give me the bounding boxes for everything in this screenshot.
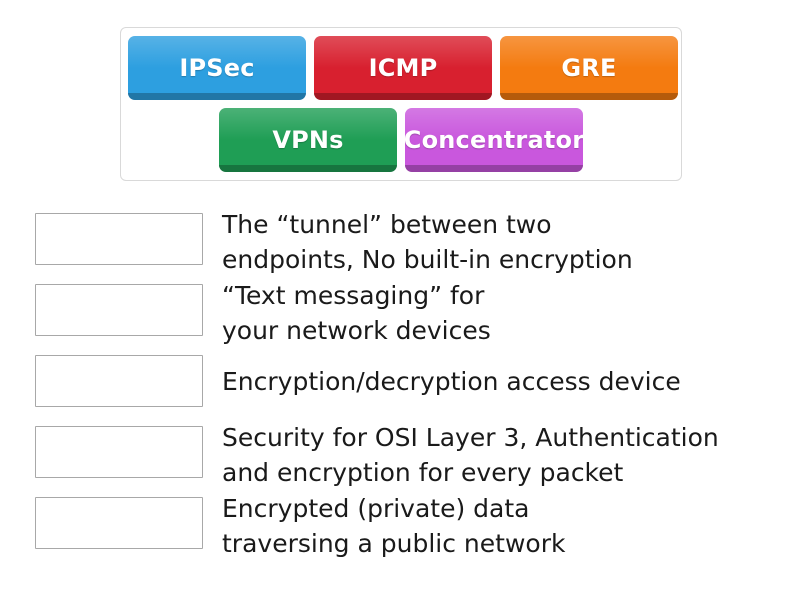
answer-text-1: The “tunnel” between two endpoints, No b… [222, 210, 633, 274]
tile-concentrator-label: Concentrator [405, 126, 583, 154]
answer-text-4: Security for OSI Layer 3, Authentication… [222, 423, 719, 487]
drop-zone-3[interactable] [35, 355, 203, 407]
draggable-tiles-tray: IPSec ICMP GRE VPNs Concentrator [120, 27, 682, 181]
tile-vpns-label: VPNs [272, 126, 344, 154]
tile-ipsec[interactable]: IPSec [128, 36, 306, 100]
answer-list: The “tunnel” between two endpoints, No b… [35, 207, 780, 562]
tile-row-top: IPSec ICMP GRE [128, 36, 678, 100]
drop-zone-1[interactable] [35, 213, 203, 265]
drop-zone-4[interactable] [35, 426, 203, 478]
answer-row: Encrypted (private) data traversing a pu… [35, 491, 780, 562]
tile-concentrator[interactable]: Concentrator [405, 108, 583, 172]
tile-vpns[interactable]: VPNs [219, 108, 397, 172]
tile-gre[interactable]: GRE [500, 36, 678, 100]
answer-row: The “tunnel” between two endpoints, No b… [35, 207, 780, 278]
answer-row: “Text messaging” for your network device… [35, 278, 780, 349]
drop-zone-5[interactable] [35, 497, 203, 549]
drop-zone-2[interactable] [35, 284, 203, 336]
tile-icmp-label: ICMP [368, 54, 438, 82]
answer-row: Security for OSI Layer 3, Authentication… [35, 420, 780, 491]
answer-text-3: Encryption/decryption access device [222, 366, 681, 396]
tile-row-bottom: VPNs Concentrator [219, 108, 583, 172]
tile-gre-label: GRE [561, 54, 617, 82]
answer-text-2: “Text messaging” for your network device… [222, 281, 491, 345]
tile-icmp[interactable]: ICMP [314, 36, 492, 100]
tile-ipsec-label: IPSec [179, 54, 255, 82]
answer-text-5: Encrypted (private) data traversing a pu… [222, 494, 566, 558]
answer-row: Encryption/decryption access device [35, 349, 780, 420]
